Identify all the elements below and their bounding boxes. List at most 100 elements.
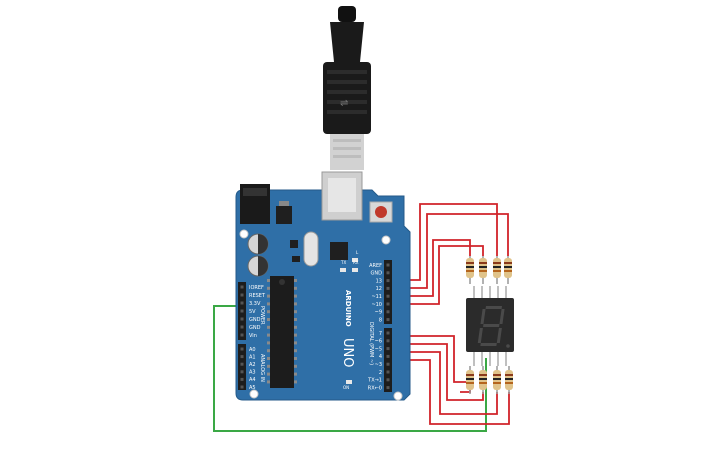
ic-pin <box>294 279 297 282</box>
rx-label: RX <box>353 260 359 265</box>
header-pin[interactable] <box>386 386 390 390</box>
ic-pin <box>267 302 270 306</box>
usb-port <box>321 171 363 221</box>
pin-label: 2 <box>379 370 382 376</box>
header-pin[interactable] <box>386 302 390 306</box>
header-pin[interactable] <box>240 377 244 381</box>
pin-label: A1 <box>249 354 256 360</box>
header-pin[interactable] <box>240 325 244 329</box>
header-pin[interactable] <box>240 309 244 313</box>
ic-pin <box>267 357 270 360</box>
ic-pin <box>294 380 297 384</box>
ic-pin <box>267 279 270 282</box>
usb-cable-icon[interactable]: ⇌ <box>323 6 371 170</box>
ic-pin <box>294 310 297 314</box>
ic-pin <box>294 349 297 353</box>
pin-label: ~9 <box>375 310 382 316</box>
ic-pin <box>294 333 297 337</box>
pin-label: RESET <box>249 293 266 299</box>
header-pin[interactable] <box>240 301 244 305</box>
header-pin[interactable] <box>386 271 390 275</box>
header-pin[interactable] <box>386 310 390 314</box>
pin-label: TX→1 <box>367 378 382 384</box>
header-pin[interactable] <box>386 362 390 366</box>
capacitors <box>247 233 269 277</box>
ic-pin <box>267 294 270 298</box>
header-pin[interactable] <box>386 286 390 290</box>
header-pin[interactable] <box>386 339 390 343</box>
header-pin[interactable] <box>386 347 390 351</box>
header-pin[interactable] <box>240 317 244 321</box>
header-pin[interactable] <box>386 263 390 267</box>
header-pin[interactable] <box>240 293 244 297</box>
seven-segment-display-icon[interactable] <box>466 286 514 366</box>
header-pin[interactable] <box>240 285 244 289</box>
ic-pin <box>294 357 297 360</box>
ic-pin <box>267 341 270 345</box>
ic-pin <box>294 318 297 321</box>
pin-label: GND <box>249 325 261 331</box>
header-pin[interactable] <box>240 362 244 366</box>
ic-pin <box>294 325 297 329</box>
wire-5v-green[interactable] <box>213 305 487 432</box>
pin-label: ~11 <box>371 294 382 300</box>
header-pin[interactable] <box>386 331 390 335</box>
board-logo-text: ARDUINO <box>344 290 352 327</box>
pin-label: IOREF <box>249 285 264 291</box>
ic-pin <box>267 318 270 321</box>
header-pin[interactable] <box>386 279 390 283</box>
pin-label: 7 <box>379 331 382 337</box>
pin-label: GND <box>371 271 383 277</box>
power-jack-icon[interactable] <box>240 184 270 224</box>
header-pin[interactable] <box>240 333 244 337</box>
header-pin[interactable] <box>386 354 390 358</box>
ic-pin <box>267 333 270 337</box>
header-pin[interactable] <box>240 385 244 389</box>
ic-pin <box>294 294 297 298</box>
pin-label: A2 <box>249 362 256 368</box>
reset-button-icon[interactable] <box>369 201 393 223</box>
pin-label: 5V <box>249 309 256 315</box>
header-pin[interactable] <box>386 378 390 382</box>
ic-pin <box>294 302 297 306</box>
resistor-icon[interactable] <box>466 366 513 394</box>
header-pin[interactable] <box>240 355 244 359</box>
header-pin[interactable] <box>386 370 390 374</box>
ic-pin <box>267 325 270 329</box>
pin-label: 3.3V <box>249 301 261 307</box>
pin-label: A5 <box>249 385 256 391</box>
ic-pin <box>294 372 297 376</box>
pin-label: RX←0 <box>368 385 382 391</box>
microcontroller-chip <box>267 276 297 388</box>
pin-label: GND <box>249 317 261 323</box>
pin-label: A3 <box>249 370 256 376</box>
header-pin[interactable] <box>240 347 244 351</box>
l-label: L <box>356 250 359 255</box>
pin-label: AREF <box>369 263 382 269</box>
voltage-regulator <box>276 206 292 224</box>
ic-pin <box>294 364 297 368</box>
ic-pin <box>267 310 270 314</box>
crystal-oscillator <box>303 231 319 267</box>
ic-pin <box>267 372 270 376</box>
pin-label: A0 <box>249 347 256 353</box>
header-pin[interactable] <box>386 318 390 322</box>
ic-pin <box>267 364 270 368</box>
ic-pin <box>267 380 270 384</box>
ic-pin <box>267 286 270 290</box>
board-model-text: UNO <box>340 338 355 367</box>
pin-label: A4 <box>249 377 256 383</box>
pin-label: ~5 <box>375 346 382 352</box>
pin-label: ~3 <box>375 362 382 368</box>
power-group-label: POWER <box>259 306 265 325</box>
header-pin[interactable] <box>386 294 390 298</box>
resistor-icon[interactable] <box>466 256 512 284</box>
header-pin[interactable] <box>240 370 244 374</box>
pin-label: 4 <box>379 354 382 360</box>
